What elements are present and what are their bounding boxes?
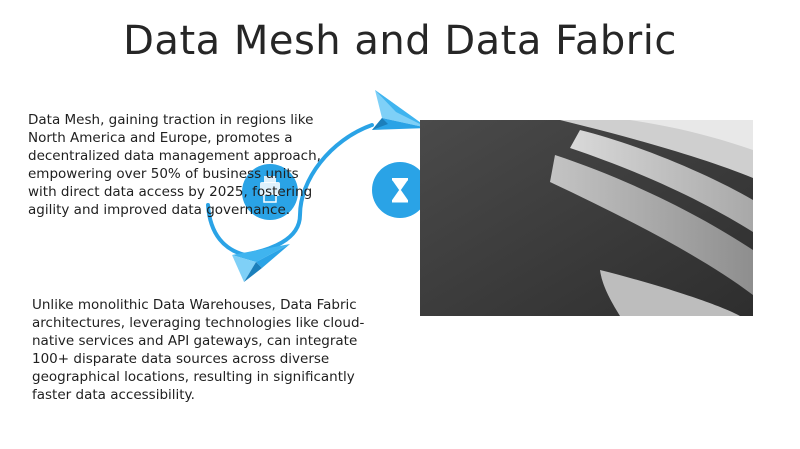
data-fabric-paragraph: Unlike monolithic Data Warehouses, Data …	[32, 297, 365, 403]
paper-plane-icon-bottom	[232, 244, 290, 282]
printer-icon	[242, 164, 298, 220]
architecture-photo	[420, 120, 753, 316]
loop-curve	[206, 123, 374, 258]
paper-plane-icon-top	[372, 90, 428, 130]
slide-title: Data Mesh and Data Fabric	[123, 18, 677, 64]
hourglass-icon	[372, 162, 428, 218]
data-mesh-paragraph: Data Mesh, gaining traction in regions l…	[28, 112, 321, 218]
